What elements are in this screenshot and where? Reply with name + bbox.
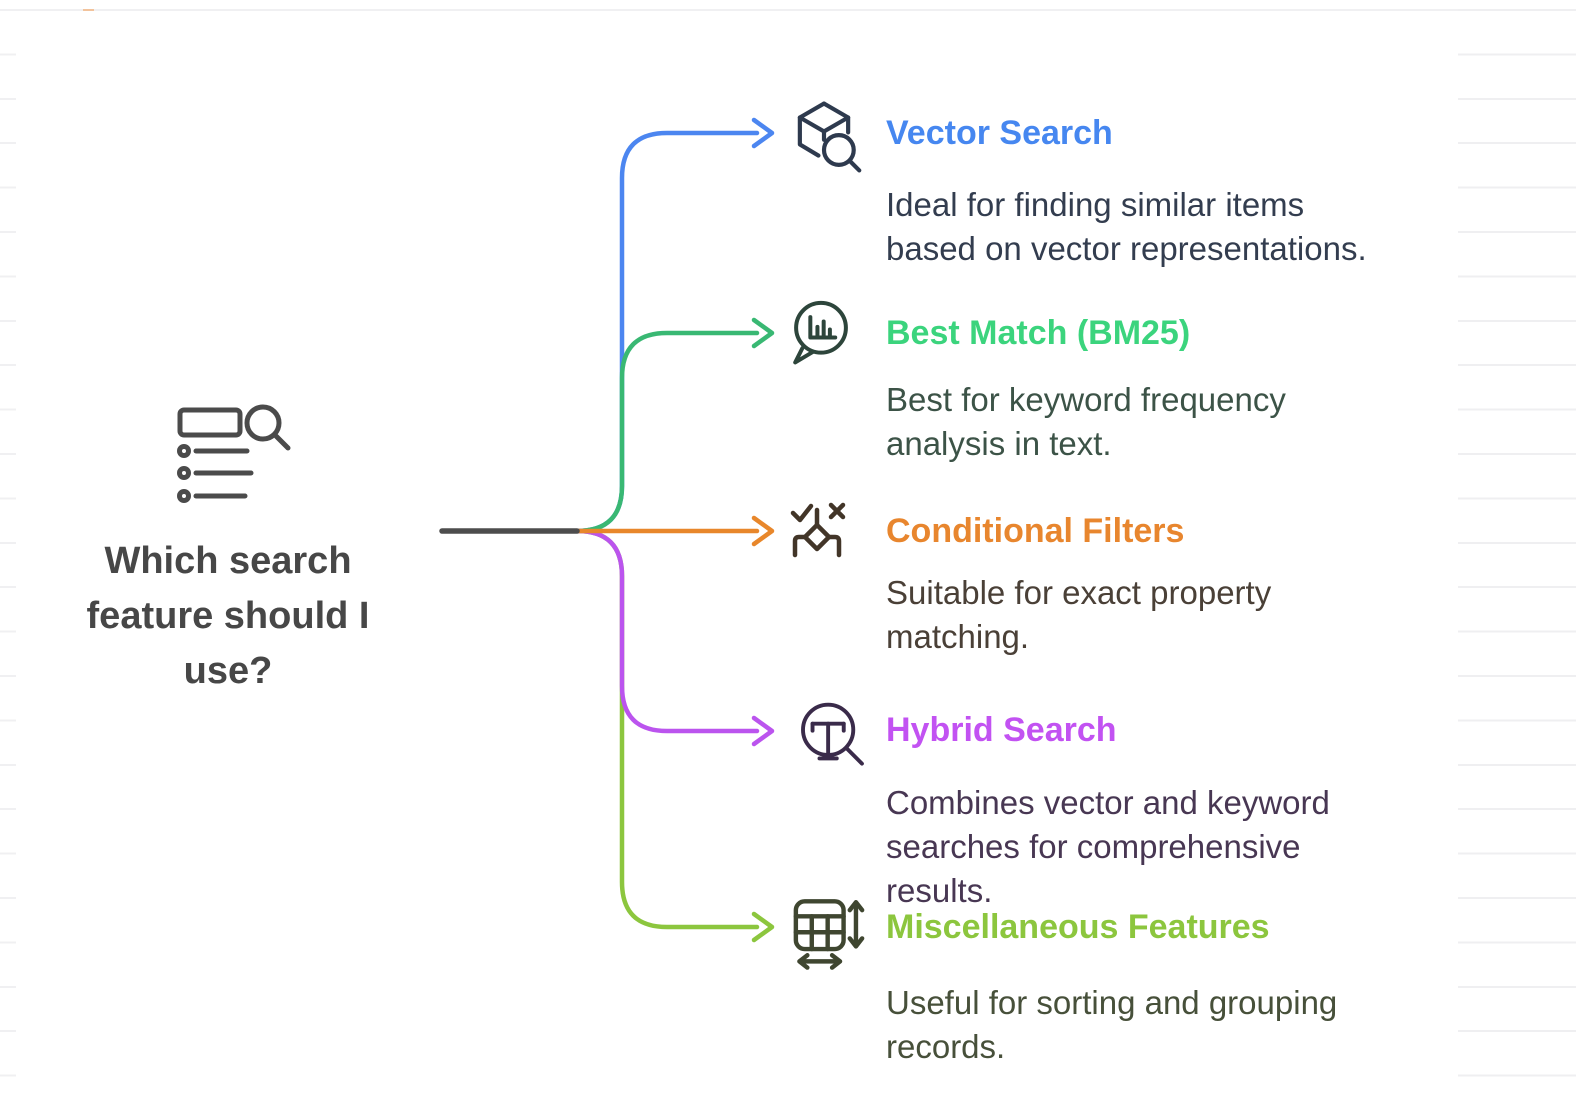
branch-title-miscellaneous: Miscellaneous Features	[886, 908, 1270, 946]
branch-description-best-match: Best for keyword frequency analysis in t…	[886, 381, 1286, 462]
branch-line-hybrid-search	[574, 528, 775, 747]
speech-bubble-bar-chart-icon	[793, 300, 848, 365]
branch-title-conditional-filters: Conditional Filters	[886, 512, 1185, 550]
cube-search-icon	[797, 101, 862, 173]
branch-line-miscellaneous	[574, 528, 775, 943]
branch-title-best-match: Best Match (BM25)	[886, 314, 1191, 352]
text-magnifier-icon	[801, 702, 864, 766]
branch-description-hybrid-search: Combines vector and keyword searches for…	[886, 784, 1330, 909]
branch-description-vector-search: Ideal for finding similar items based on…	[886, 186, 1367, 267]
decision-check-x-icon	[790, 502, 846, 558]
table-resize-arrows-icon	[793, 899, 865, 970]
branch-line-conditional-filters	[574, 515, 775, 547]
branch-title-hybrid-search: Hybrid Search	[886, 711, 1117, 749]
list-search-icon	[177, 404, 291, 503]
branch-description-conditional-filters: Suitable for exact property matching.	[886, 574, 1272, 655]
branch-line-best-match	[574, 317, 775, 534]
branch-line-vector-search	[574, 117, 775, 534]
root-question: Which search feature should I use?	[86, 540, 370, 692]
branch-title-vector-search: Vector Search	[886, 114, 1113, 152]
branch-description-miscellaneous: Useful for sorting and grouping records.	[886, 984, 1338, 1065]
